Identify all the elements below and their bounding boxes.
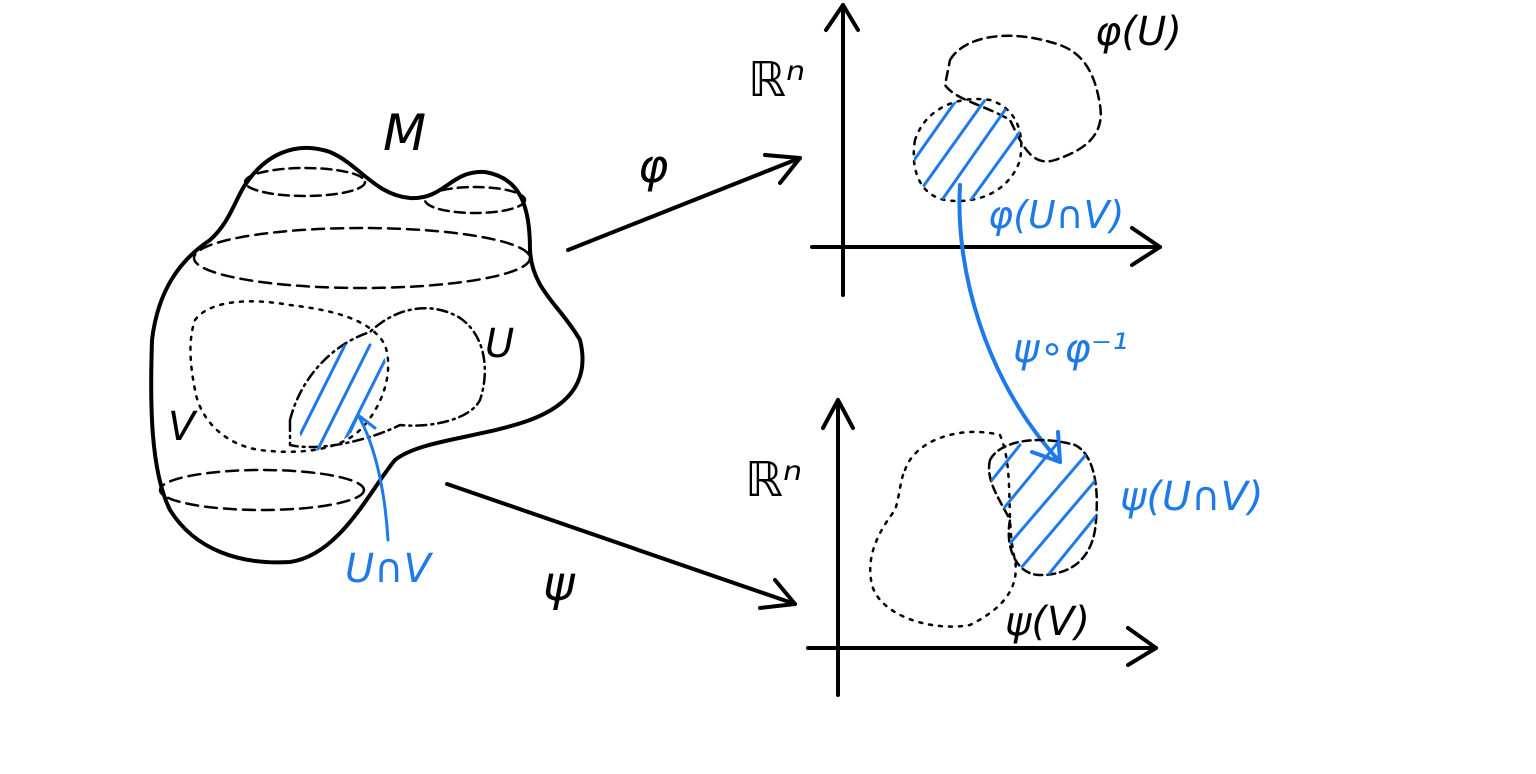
bottom-x-axis-head (1126, 626, 1158, 667)
space-bottom-label: ℝⁿ (745, 452, 802, 508)
phi-of-u-label: φ(U) (1095, 9, 1182, 55)
intersection-pointer-arrowhead (348, 413, 377, 434)
psi-intersection-hatching (989, 440, 1097, 575)
phi-arrow-head (763, 153, 802, 185)
psi-of-intersection-label: ψ(U∩V) (1120, 474, 1264, 520)
manifold-label: M (383, 104, 426, 162)
psi-of-v-label: ψ(V) (1005, 599, 1090, 645)
chart-u-label: U (485, 321, 514, 367)
chart-domain-v (189, 300, 390, 454)
manifold-top-right-ring (423, 185, 527, 215)
manifold-outline (149, 145, 585, 565)
top-x-axis-head (1130, 226, 1162, 267)
phi-of-intersection-label: φ(U∩V) (988, 193, 1124, 237)
chart-v-label: V (168, 404, 198, 450)
bottom-y-axis-head (821, 398, 855, 430)
intersection-label: U∩V (345, 546, 434, 592)
psi-arrow-shaft (445, 482, 797, 606)
top-y-axis-head (824, 3, 860, 32)
manifold-top-left-ring (243, 166, 367, 198)
manifold-middle-ring (192, 226, 532, 290)
phi-arrow-shaft (566, 156, 802, 252)
psi-v-region (869, 430, 1018, 628)
chart-domain-u (288, 306, 487, 449)
space-top-label: ℝⁿ (748, 52, 805, 108)
manifold-bottom-ring (158, 468, 366, 512)
phi-map-label: φ (638, 139, 668, 193)
psi-map-label: ψ (543, 556, 576, 612)
phi-intersection-hatching (913, 99, 1022, 201)
transition-arrow-shaft (957, 183, 1062, 464)
transition-map-label: ψ∘φ⁻¹ (1013, 326, 1128, 372)
intersection-pointer-arrow (356, 413, 390, 542)
psi-arrow-head (758, 578, 797, 610)
phi-intersection-outline (912, 97, 1023, 203)
psi-intersection-outline (987, 438, 1099, 577)
